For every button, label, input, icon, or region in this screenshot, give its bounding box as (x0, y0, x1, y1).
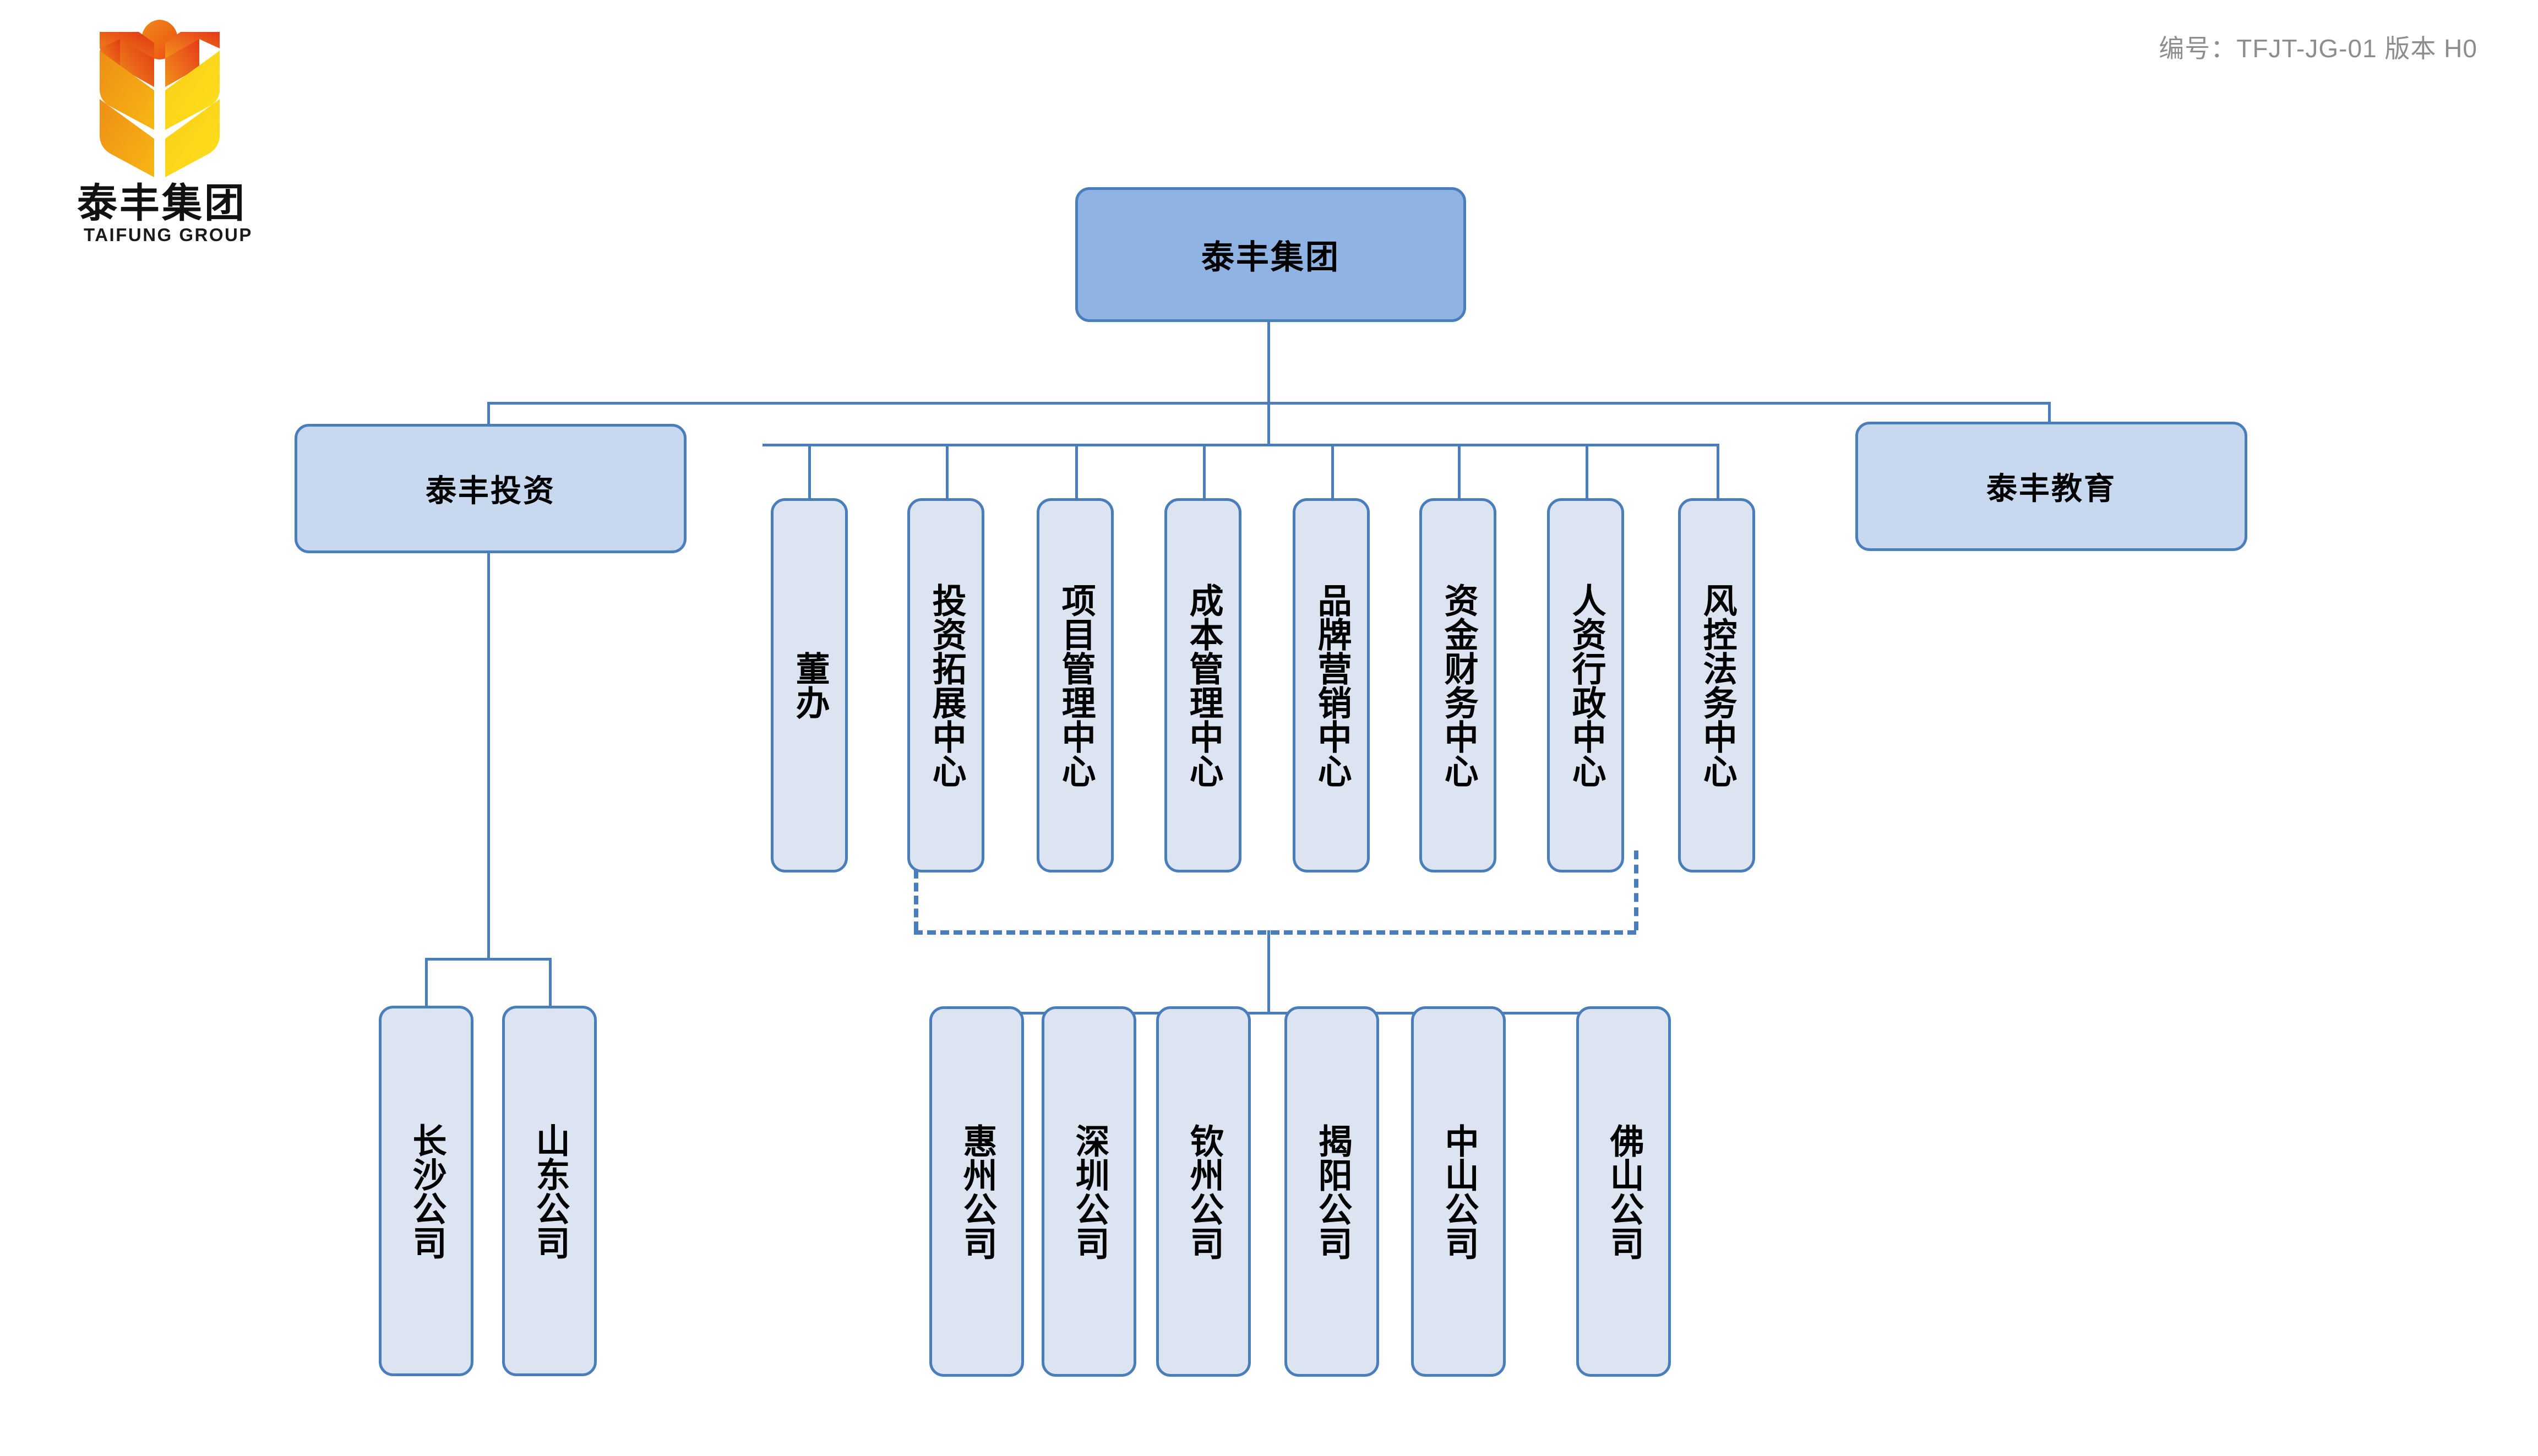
node-company-huizhou[interactable]: 惠州公司 (929, 1006, 1024, 1377)
connector-to-taifeng-education (2048, 402, 2051, 425)
connector-investment-stem (487, 550, 490, 958)
company-logo: 泰丰集团 TAIFUNG GROUP (44, 17, 275, 248)
node-company-qinzhou[interactable]: 钦州公司 (1156, 1006, 1251, 1377)
dashed-connector-right (1634, 850, 1638, 930)
dashed-connector-bar (914, 930, 1636, 935)
connector-to-taifeng-investment (487, 402, 490, 425)
connector-investment-company-1 (425, 958, 428, 1006)
node-company-shandong[interactable]: 山东公司 (502, 1006, 597, 1376)
connector-investment-company-2 (549, 958, 552, 1006)
document-code-label: 编号：TFJT-JG-01 版本 H0 (2159, 34, 2477, 63)
logo-name-cn: 泰丰集团 (77, 181, 247, 226)
connector-department-spine (763, 444, 1719, 446)
node-company-changsha[interactable]: 长沙公司 (379, 1006, 473, 1376)
node-department-fund-finance-center[interactable]: 资金财务中心 (1419, 498, 1496, 872)
node-root-taifung-group[interactable]: 泰丰集团 (1075, 187, 1466, 322)
node-department-investment-expansion-center[interactable]: 投资拓展中心 (907, 498, 984, 872)
connector-department-stem-8 (1717, 444, 1719, 500)
connector-investment-spine (425, 958, 552, 961)
connector-department-stem-3 (1075, 444, 1078, 500)
connector-department-stem-4 (1203, 444, 1206, 500)
node-department-dongban[interactable]: 董办 (771, 498, 848, 872)
connector-to-departments (1267, 402, 1270, 445)
logo-name-en: TAIFUNG GROUP (84, 225, 253, 245)
node-department-risk-legal-center[interactable]: 风控法务中心 (1678, 498, 1755, 872)
connector-root-stem (1267, 320, 1270, 403)
connector-department-stem-1 (808, 444, 811, 500)
connector-department-stem-5 (1331, 444, 1334, 500)
node-company-jieyang[interactable]: 揭阳公司 (1284, 1006, 1379, 1377)
node-company-foshan[interactable]: 佛山公司 (1576, 1006, 1671, 1377)
node-department-brand-marketing-center[interactable]: 品牌营销中心 (1293, 498, 1370, 872)
connector-department-stem-7 (1586, 444, 1588, 500)
connector-department-stem-2 (946, 444, 949, 500)
node-department-hr-administration-center[interactable]: 人资行政中心 (1547, 498, 1624, 872)
node-company-zhongshan[interactable]: 中山公司 (1411, 1006, 1506, 1377)
connector-projects-stem (1267, 930, 1270, 1013)
wheat-logo-mark (100, 20, 220, 177)
node-department-cost-management-center[interactable]: 成本管理中心 (1164, 498, 1241, 872)
node-division-taifeng-education[interactable]: 泰丰教育 (1855, 422, 2247, 551)
node-division-taifeng-investment[interactable]: 泰丰投资 (295, 424, 687, 553)
dashed-connector-left (914, 870, 918, 930)
node-company-shenzhen[interactable]: 深圳公司 (1042, 1006, 1136, 1377)
node-department-project-management-center[interactable]: 项目管理中心 (1037, 498, 1114, 872)
connector-department-stem-6 (1458, 444, 1461, 500)
